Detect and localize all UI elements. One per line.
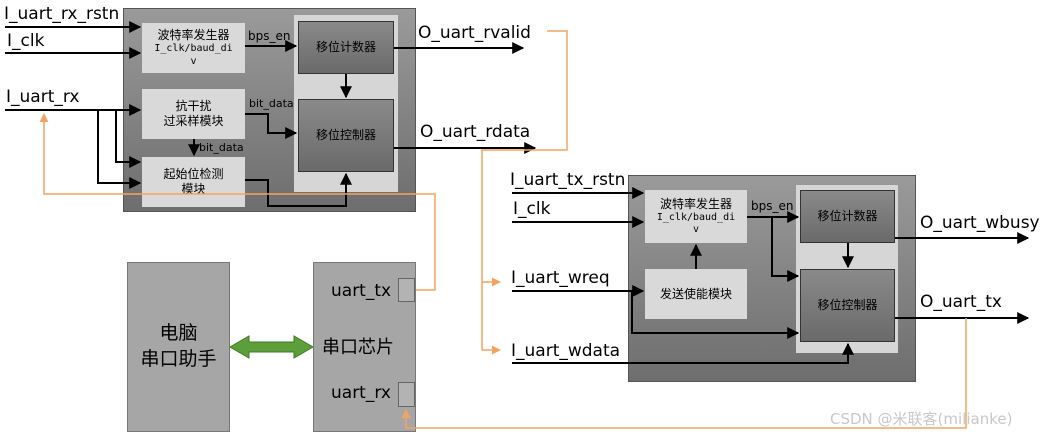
tx-shift-controller: 移位控制器: [800, 269, 895, 342]
rx-bit-data-a: bit_data: [249, 97, 294, 110]
tx-tx-label: O_uart_tx: [920, 292, 1002, 312]
tx-shift-label: 移位控制器: [817, 298, 878, 312]
rx-clk-label: I_clk: [7, 31, 45, 51]
rx-filter-line1: 抗干扰: [175, 99, 212, 113]
rx-rstn-label: I_uart_rx_rstn: [4, 4, 120, 24]
rx-shift-counter: 移位计数器: [298, 21, 394, 74]
tx-wdata-label: I_uart_wdata: [511, 341, 621, 361]
rx-rx-label: I_uart_rx: [6, 87, 80, 107]
rx-shift-controller: 移位控制器: [298, 99, 394, 172]
chip-tx-pin-label: uart_tx: [331, 281, 392, 301]
tx-wbusy-label: O_uart_wbusy: [920, 213, 1040, 233]
rx-shift-label: 移位控制器: [315, 128, 376, 142]
tx-enable-module: 发送使能模块: [645, 269, 747, 319]
rx-baud-title: 波特率发生器: [157, 28, 230, 42]
chip-tx-pin: [398, 278, 415, 302]
tx-clk-label: I_clk: [513, 199, 551, 219]
rx-counter-label: 移位计数器: [315, 40, 376, 54]
rx-bps-en-label: bps_en: [248, 29, 291, 43]
tx-shift-counter: 移位计数器: [800, 190, 895, 243]
green-bidirectional-arrow: [229, 335, 314, 359]
tx-wreq-label: I_uart_wreq: [511, 268, 610, 288]
rx-baud-sub1: I_clk/baud_di: [154, 43, 233, 54]
rx-start-line2: 模块: [181, 182, 206, 196]
chip-rx-pin-label: uart_rx: [331, 383, 391, 403]
chip-rx-pin: [398, 382, 415, 407]
tx-baud-sub2: v: [692, 224, 700, 235]
watermark: CSDN @米联客(milianke): [830, 410, 1013, 428]
rx-filter-module: 抗干扰 过采样模块: [142, 89, 245, 139]
rx-rdata-label: O_uart_rdata: [420, 122, 531, 142]
rx-filter-line2: 过采样模块: [163, 114, 224, 128]
tx-enable-label: 发送使能模块: [659, 286, 732, 301]
rx-start-line1: 起始位检测: [163, 167, 224, 181]
tx-baud-generator: 波特率发生器 I_clk/baud_di v: [645, 190, 747, 243]
rx-wires: [5, 21, 537, 207]
rx-baud-sub2: v: [190, 55, 197, 67]
pc-line2: 串口助手: [140, 348, 217, 370]
tx-bps-en-label: bps_en: [751, 199, 794, 213]
tx-baud-title: 波特率发生器: [659, 196, 732, 211]
tx-wires: [512, 187, 1030, 364]
chip-title: 串口芯片: [322, 337, 394, 358]
tx-rstn-label: I_uart_tx_rstn: [510, 170, 626, 190]
rx-baud-generator: 波特率发生器 I_clk/baud_di v: [142, 23, 245, 73]
rx-start-detect-module: 起始位检测 模块: [142, 157, 245, 207]
rx-rvalid-label: O_uart_rvalid: [418, 23, 531, 43]
tx-baud-sub1: I_clk/baud_di: [656, 211, 736, 223]
orange-wires: [39, 30, 967, 429]
rx-bit-data-b: bit_data: [199, 141, 244, 154]
tx-counter-label: 移位计数器: [817, 209, 878, 223]
pc-line1: 电脑: [159, 322, 198, 345]
